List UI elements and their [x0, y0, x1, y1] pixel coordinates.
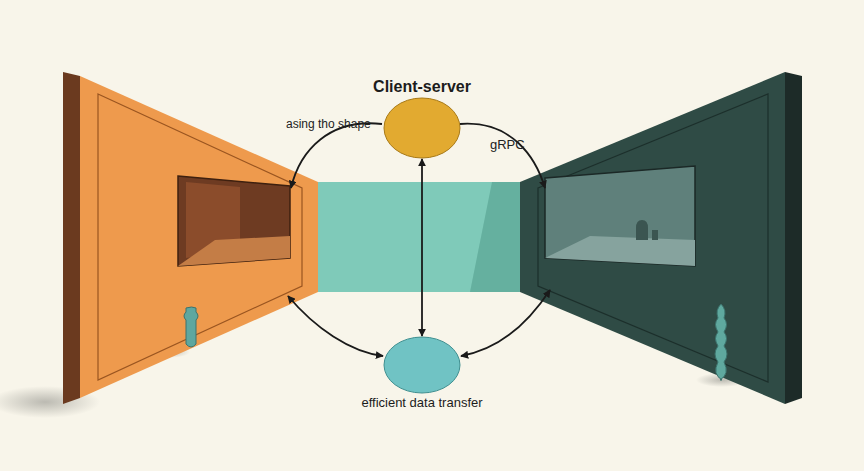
- ellipse-shape: [384, 98, 460, 158]
- node-caption: efficient data transfer: [337, 394, 507, 412]
- wall-frame: [538, 94, 768, 382]
- transfer-node: efficient data transfer: [337, 336, 507, 412]
- window: [178, 176, 290, 266]
- window-floor: [545, 236, 695, 266]
- flow-arrow: [288, 296, 383, 356]
- vase: [184, 307, 198, 347]
- node-heading: Client-server: [360, 76, 484, 97]
- wall-edge: [785, 72, 802, 404]
- flow-arrow: [291, 123, 382, 188]
- window-figure: [636, 220, 658, 240]
- node-ellipse: [337, 336, 507, 394]
- wall-shadow: [470, 182, 520, 292]
- side-note: asing tho shape: [286, 117, 371, 131]
- window-floor: [178, 236, 290, 266]
- right-wall: [520, 72, 785, 404]
- node-ellipse: [360, 97, 484, 159]
- connector-arrow: [421, 159, 423, 336]
- flow-arrow: [461, 290, 550, 356]
- wall-frame: [98, 94, 302, 380]
- left-wall: [80, 76, 318, 398]
- ellipse-shape: [384, 337, 460, 393]
- vase: [715, 304, 727, 380]
- server-node: Client-server: [360, 76, 484, 159]
- flow-arrow: [460, 124, 545, 188]
- back-wall: [318, 182, 520, 292]
- wall-edge: [63, 72, 80, 404]
- window: [545, 166, 695, 266]
- protocol-label: gRPC: [490, 137, 525, 152]
